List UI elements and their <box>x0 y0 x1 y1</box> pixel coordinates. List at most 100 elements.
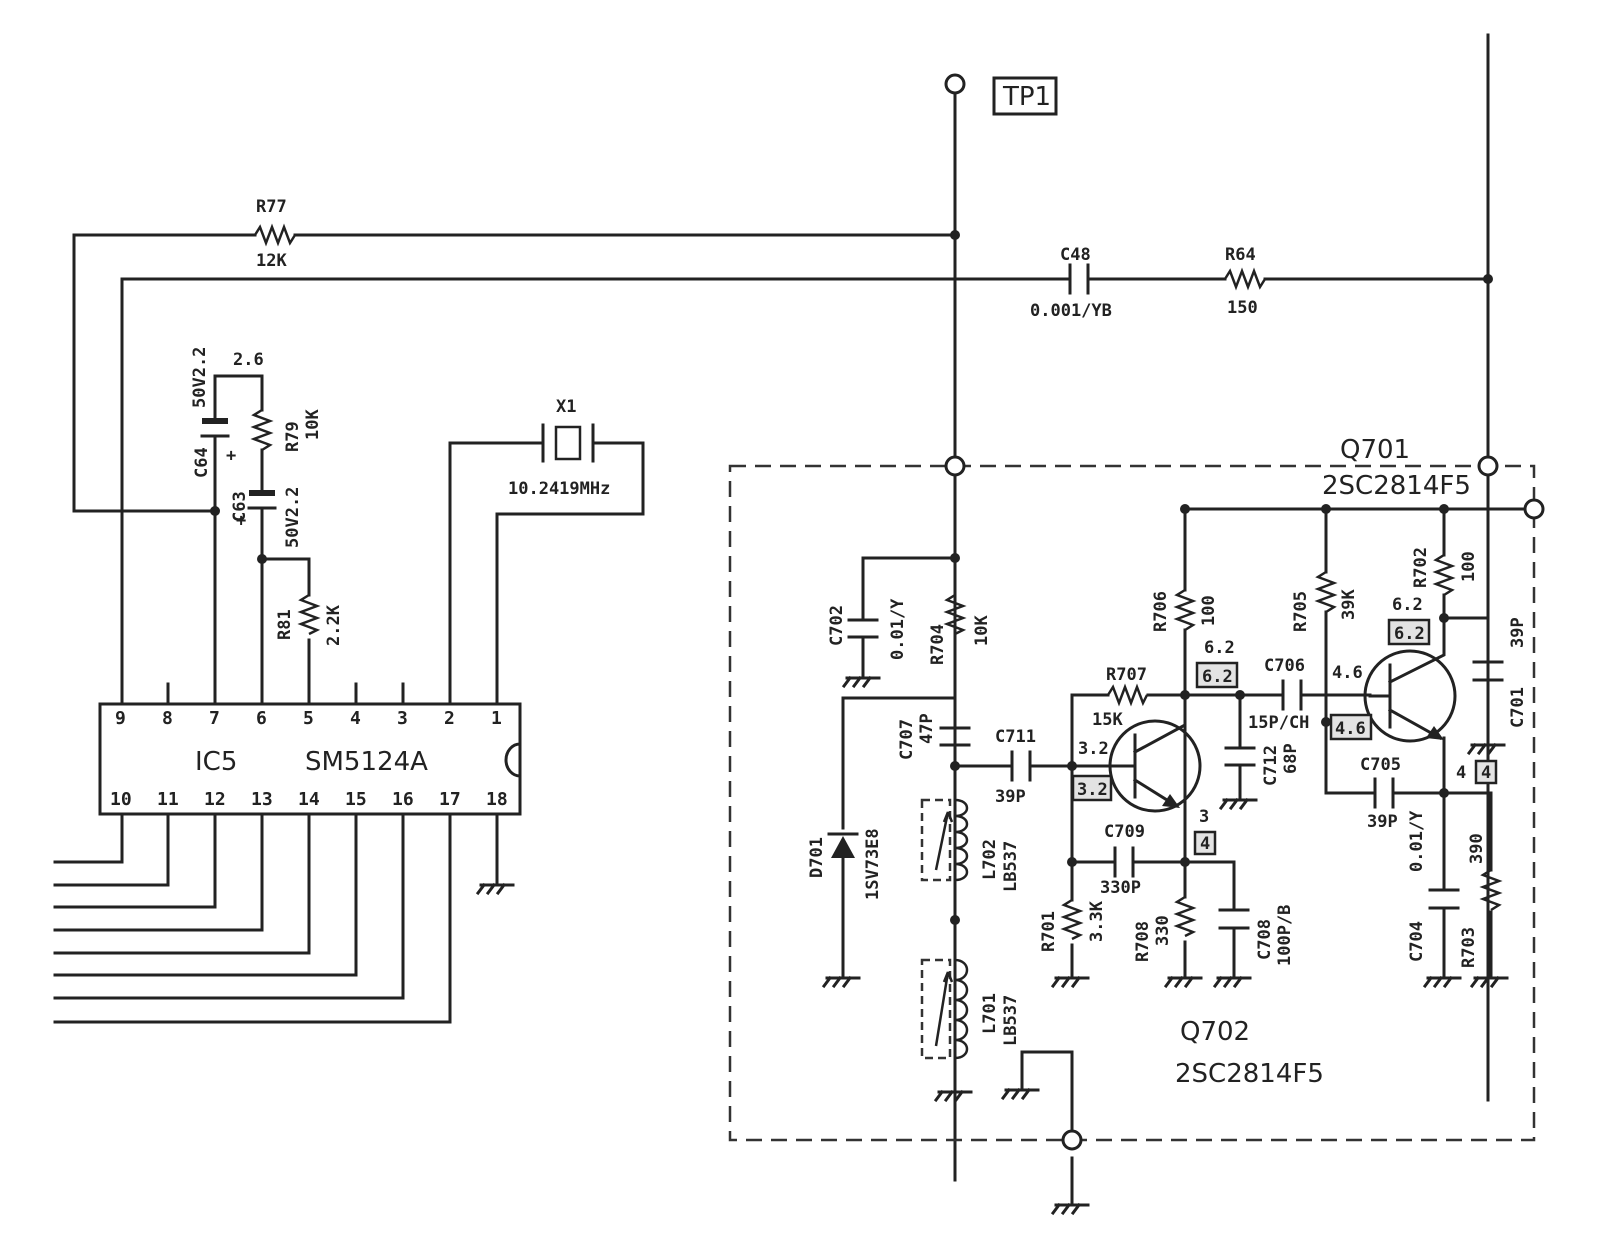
inductors <box>920 798 969 1060</box>
voltage-q702-base: 3.2 <box>1078 739 1109 759</box>
crystal-x1 <box>541 423 595 463</box>
c64-label: C64 <box>192 447 212 478</box>
tp1-box <box>992 76 1058 116</box>
r79-label: R79 <box>283 421 303 452</box>
node-shield-left <box>944 455 966 477</box>
c64-plus: + <box>226 446 236 466</box>
ic-pin-bottom: 15 <box>345 789 367 810</box>
r706-label: R706 <box>1151 591 1171 632</box>
shield-box <box>728 464 1536 1142</box>
tp1-terminal <box>944 73 966 95</box>
r704-value: 10K <box>972 615 992 646</box>
r702-value: 100 <box>1459 551 1479 582</box>
c48-value: 0.001/YB <box>1030 301 1112 321</box>
c712-value: 68P <box>1281 743 1301 774</box>
l702-label: L702 <box>980 839 1000 880</box>
q701-value: 2SC2814F5 <box>1322 471 1471 501</box>
r64-value: 150 <box>1227 298 1258 318</box>
ic-pin-bottom: 17 <box>439 789 461 810</box>
r64-label: R64 <box>1225 245 1256 265</box>
ic-pin-top: 1 <box>491 708 502 729</box>
capacitors <box>200 263 1504 930</box>
x1-label: X1 <box>556 397 576 417</box>
ic-pin-top: 3 <box>397 708 408 729</box>
r708-value: 330 <box>1153 915 1173 946</box>
ic-pin-bottom: 11 <box>157 789 179 810</box>
component-labels: R77 12K C48 0.001/YB R64 150 2.6 50V2.2 … <box>190 197 1528 1089</box>
c705-value: 39P <box>1367 812 1398 832</box>
l702-value: LB537 <box>1001 841 1021 892</box>
junctions <box>210 230 1493 925</box>
d701-value: 1SV73E8 <box>863 828 883 900</box>
ic5-name: IC5 <box>195 747 237 777</box>
node-output <box>1523 498 1545 520</box>
ground-symbols <box>475 673 1509 1216</box>
r707-label: R707 <box>1106 665 1147 685</box>
r706-value: 100 <box>1199 595 1219 626</box>
c701-value: 39P <box>1508 617 1528 648</box>
transistor-q701 <box>1363 616 1457 743</box>
wires <box>53 33 1536 1207</box>
voltage-2-6: 2.6 <box>233 350 264 370</box>
c701-label: C701 <box>1508 687 1528 728</box>
c704-label: C704 <box>1407 921 1427 962</box>
tp1-label: TP1 <box>1002 82 1051 112</box>
r705-value: 39K <box>1339 589 1359 620</box>
q701-label: Q701 <box>1340 435 1410 465</box>
ic5-chip: IC5 SM5124A 9 8 7 6 5 4 3 2 1 10 11 12 1… <box>98 702 522 816</box>
voltage-q702-base-boxed: 3.2 <box>1077 780 1108 800</box>
r702-label: R702 <box>1411 547 1431 588</box>
resistors <box>250 223 1503 941</box>
l701-label: L701 <box>980 993 1000 1034</box>
q702-value: 2SC2814F5 <box>1175 1059 1324 1089</box>
node-shield-right <box>1477 455 1499 477</box>
diode-d701 <box>827 832 859 858</box>
c63-value: 50V2.2 <box>283 487 303 548</box>
c706-value: 15P/CH <box>1248 713 1309 733</box>
r79-value: 10K <box>303 409 323 440</box>
voltage-q702-collector: 6.2 <box>1204 638 1235 658</box>
c707-label: C707 <box>897 719 917 760</box>
c709-value: 330P <box>1100 878 1141 898</box>
c711-value: 39P <box>995 787 1026 807</box>
c706-label: C706 <box>1264 656 1305 676</box>
r81-value: 2.2K <box>324 604 344 646</box>
ic-pin-top: 2 <box>444 708 455 729</box>
c63-plus: + <box>236 511 246 531</box>
ic-pin-top: 6 <box>256 708 267 729</box>
c63-label: C63 <box>230 491 250 522</box>
voltage-q701-emitter: 4 <box>1456 763 1466 783</box>
ic-pin-bottom: 14 <box>298 789 320 810</box>
c707-value: 47P <box>917 713 937 744</box>
c702-value: 0.01/Y <box>888 598 908 660</box>
r704-label: R704 <box>928 624 948 665</box>
c711-label: C711 <box>995 727 1036 747</box>
voltage-readings: 3.2 3.2 6.2 6.2 6.2 6.2 4.6 4.6 3 4 4 4 <box>1077 595 1491 854</box>
c64-value: 50V2.2 <box>190 347 210 408</box>
voltage-q701-collector: 6.2 <box>1392 595 1423 615</box>
voltage-q701-collector-boxed: 6.2 <box>1394 624 1425 644</box>
r701-label: R701 <box>1039 911 1059 952</box>
c705-label: C705 <box>1360 755 1401 775</box>
node-shield-bottom <box>1061 1129 1083 1151</box>
ic-pin-top: 9 <box>115 708 126 729</box>
ic-pin-bottom: 10 <box>110 789 132 810</box>
ic5-part: SM5124A <box>305 747 428 777</box>
ic-pin-bottom: 16 <box>392 789 414 810</box>
r703-value: 390 <box>1467 833 1487 864</box>
voltage-boxes <box>1071 618 1498 856</box>
c48-label: C48 <box>1060 245 1091 265</box>
ic-pin-bottom: 12 <box>204 789 226 810</box>
c709-label: C709 <box>1104 822 1145 842</box>
c708-label: C708 <box>1255 919 1275 960</box>
r708-label: R708 <box>1133 921 1153 962</box>
d701-label: D701 <box>807 837 827 878</box>
r703-label: R703 <box>1459 927 1479 968</box>
r81-label: R81 <box>275 609 295 640</box>
q702-label: Q702 <box>1180 1017 1250 1047</box>
c702-label: C702 <box>827 605 847 646</box>
c708-value: 100P/B <box>1275 905 1295 966</box>
transistor-q702 <box>1108 693 1202 813</box>
ic-pin-bottom: 13 <box>251 789 273 810</box>
